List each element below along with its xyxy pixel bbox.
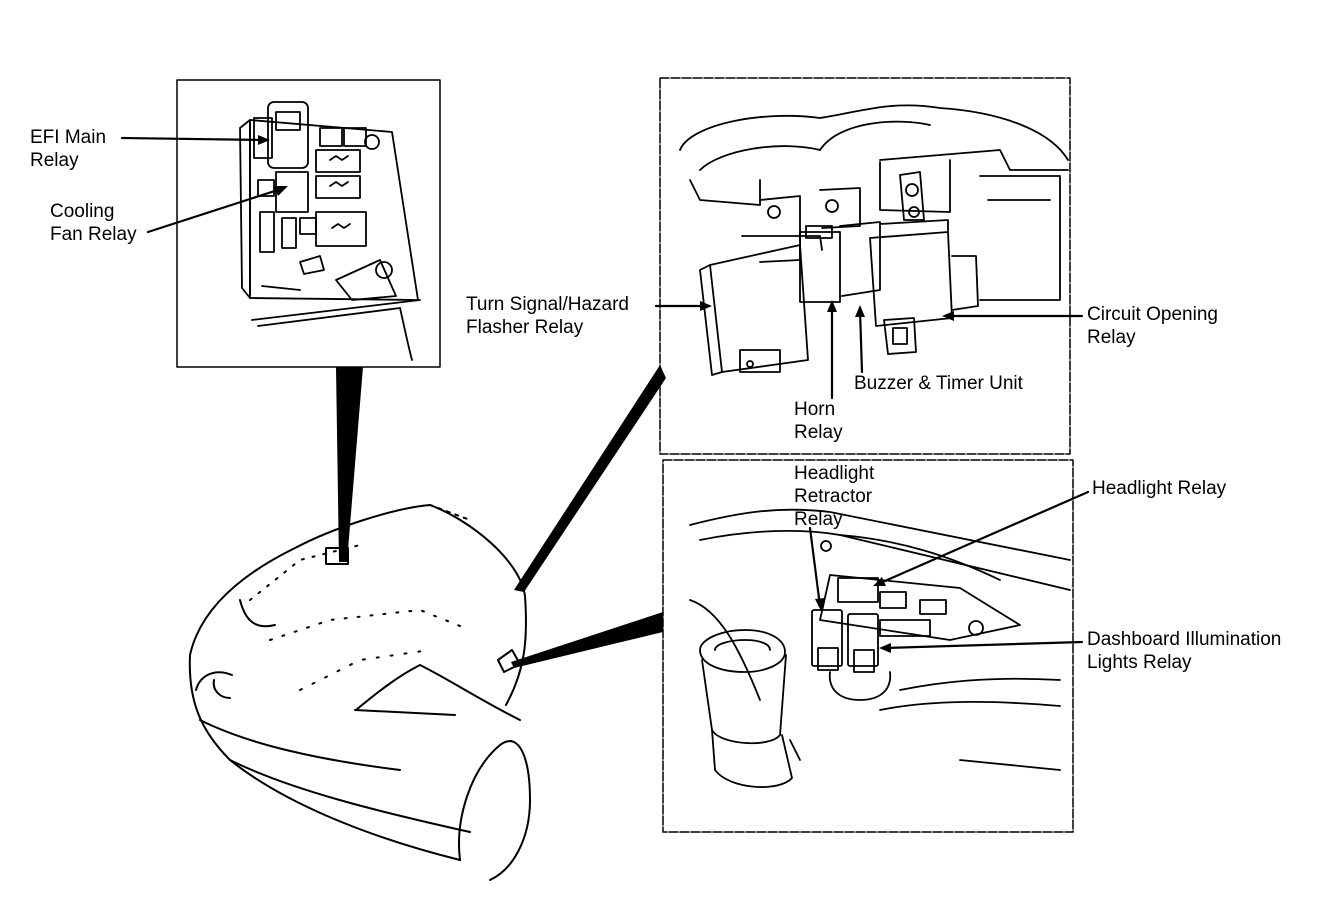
leader-dashboard-illumination-arrow: [879, 643, 891, 653]
label-cooling-fan-relay: Cooling Fan Relay: [50, 201, 137, 245]
leader-turn-signal-arrow: [700, 301, 712, 311]
leader-headlight-retractor: [808, 526, 822, 608]
fuse-box-artwork: [239, 101, 421, 361]
relay-block-detail-frame: [659, 77, 1071, 455]
leader-headlight-retractor-arrow: [815, 598, 825, 611]
leader-dashboard-illumination: [882, 640, 1084, 650]
car-outline: [188, 504, 531, 881]
pointer-wedge-fuse-box: [336, 367, 363, 562]
pointer-wedge-dash-relays: [511, 612, 663, 668]
label-headlight-retractor-relay: Headlight Retractor Relay: [794, 463, 875, 530]
leader-cooling-fan-relay: [146, 186, 286, 234]
leader-horn-relay-arrow: [827, 300, 837, 312]
leader-efi-main-relay-arrow: [258, 135, 270, 145]
leader-headlight-relay-arrow: [873, 577, 886, 586]
label-buzzer-timer-unit: Buzzer & Timer Unit: [854, 373, 1023, 394]
label-headlight-relay: Headlight Relay: [1092, 478, 1227, 499]
leader-lines: [120, 135, 1090, 653]
label-dashboard-illumination-relay: Dashboard Illumination Lights Relay: [1087, 629, 1282, 673]
pointer-wedge-relay-block: [514, 365, 666, 592]
dash-relay-artwork: [689, 508, 1071, 788]
leader-cooling-fan-relay-arrow: [274, 186, 288, 196]
label-circuit-opening-relay: Circuit Opening Relay: [1087, 304, 1218, 348]
leader-buzzer-timer: [858, 308, 864, 374]
leader-buzzer-timer-arrow: [855, 305, 865, 317]
leader-circuit-opening-arrow: [942, 311, 954, 321]
leader-headlight-relay: [876, 490, 1090, 586]
relay-block-artwork: [679, 104, 1069, 376]
label-horn-relay: Horn Relay: [794, 399, 843, 443]
label-efi-main-relay: EFI Main Relay: [30, 127, 107, 171]
dash-relay-detail-frame: [662, 459, 1074, 833]
leader-efi-main-relay: [120, 136, 268, 142]
label-turn-signal-flasher-relay: Turn Signal/Hazard Flasher Relay: [466, 294, 629, 338]
